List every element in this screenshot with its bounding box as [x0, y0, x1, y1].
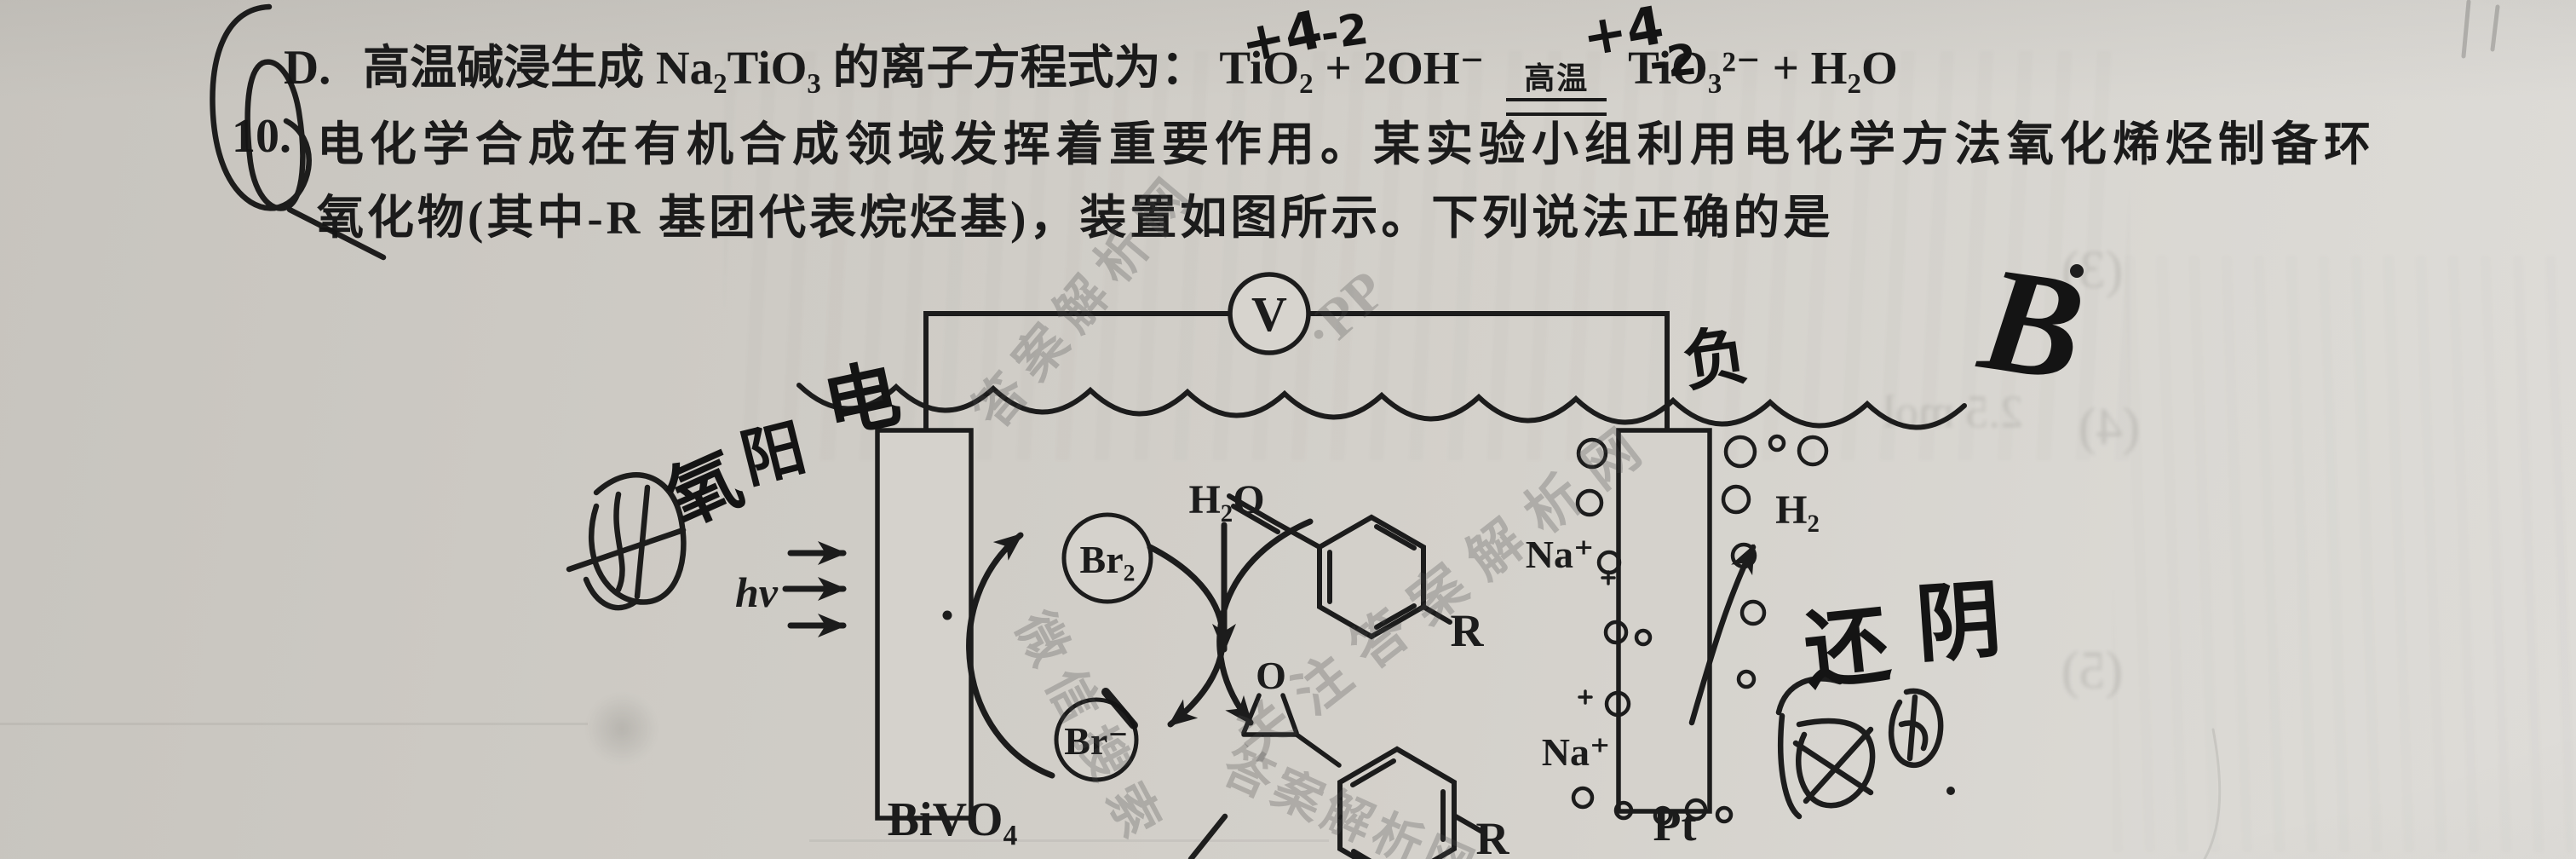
alkene-molecule	[1227, 493, 1452, 640]
stray-pen-stroke	[1187, 813, 1228, 859]
equation-condition-equals: 高温	[1506, 61, 1607, 116]
voltmeter-label: V	[1251, 286, 1287, 342]
faint-crease-line	[809, 839, 1329, 842]
hw-oxidation-state: -2	[1647, 34, 1699, 88]
br-minus-circle	[1054, 697, 1139, 782]
hw-note-fu: 负	[1678, 316, 1753, 401]
electrode-dot	[942, 610, 952, 620]
br2-label: Br₂	[1080, 538, 1136, 581]
equation-condition-label: 高温	[1524, 61, 1590, 95]
pen-stroke-over-br	[1101, 688, 1137, 729]
question-number: 10.	[232, 110, 291, 163]
epoxide-oxygen-label: O	[1256, 654, 1286, 697]
bleedthrough-marks	[2461, 0, 2500, 59]
hydrogen-label: H₂	[1775, 487, 1820, 533]
bromide-cycle-arrow	[966, 532, 1055, 779]
hw-note-huan: 还	[1799, 594, 1895, 702]
circled-scribble-left	[566, 472, 687, 611]
cathode-label: Pt	[1653, 799, 1697, 850]
equation-left-side: TiO₂ + 2OH⁻	[1219, 42, 1485, 94]
answer-mark-dot	[2070, 264, 2084, 278]
double-bond-equals	[1506, 97, 1607, 116]
electrolyte-surface-wave	[796, 383, 1967, 430]
r-group-label-top: R	[1451, 605, 1485, 656]
faint-rule-line	[0, 723, 588, 725]
light-label: hν	[735, 568, 779, 616]
pen-oval-around-10	[244, 59, 306, 211]
epoxide-molecule	[1241, 693, 1485, 859]
hw-note-yang-2: 阳	[734, 411, 814, 497]
sodium-ion-label-top: Na⁺	[1526, 533, 1595, 576]
hw-oxidation-state: -2	[1318, 4, 1371, 60]
hw-oxidation-state: +4	[1578, 0, 1668, 69]
light-arrows	[782, 541, 847, 637]
br2-circle	[1061, 512, 1153, 604]
question-line-1: 电化学合成在有机合成领域发挥着重要作用。某实验小组利用电化学方法氧化烯烃制备环	[317, 118, 2378, 170]
hw-note-yin: 阴	[1913, 569, 2005, 675]
paper-stain	[586, 692, 658, 765]
option-d-text: 高温碱浸生成 Na₂TiO₃ 的离子方程式为：	[363, 42, 1208, 94]
sodium-ion-label-bottom: Na⁺	[1542, 730, 1611, 774]
alkene-reaction-arrow	[1216, 518, 1314, 726]
water-label: H₂O	[1188, 477, 1264, 522]
equation-right-side: TiO₃²⁻ + H₂O	[1628, 42, 1898, 94]
photoanode-label: BiVO₄	[888, 793, 1018, 846]
br-minus-label: Br⁻	[1064, 719, 1128, 763]
paper-texture-streaks	[724, 51, 2130, 460]
hw-note-dian: 电	[816, 349, 908, 450]
hw-note-yang-1: 氧	[654, 437, 754, 543]
pen-loop-around-options	[210, 3, 312, 211]
option-d-line: D. 高温碱浸生成 Na₂TiO₃ 的离子方程式为： TiO₂ + 2OH⁻ 高…	[284, 29, 1898, 116]
circled-scribble-bottom-right-small	[1888, 688, 1955, 795]
paper-crease	[2203, 728, 2222, 859]
hw-oxidation-state: +4	[1235, 0, 1327, 76]
pen-dot	[1130, 721, 1138, 729]
pen-tail-stroke	[286, 206, 387, 261]
paper-texture-streaks-right	[2113, 256, 2573, 852]
hw-answer-mark: B	[1970, 234, 2094, 412]
r-group-label-bottom: R	[1476, 813, 1510, 859]
gas-bubbles	[1571, 434, 1829, 826]
circled-scribble-bottom-right-large	[1775, 676, 1876, 820]
plus-marks	[1578, 570, 1616, 705]
voltmeter-icon	[1228, 272, 1311, 355]
cathode-pt	[1616, 428, 1712, 814]
question-line-2: 氧化物(其中-R 基团代表烷烃基)，装置如图所示。下列说法正确的是	[317, 192, 1834, 244]
